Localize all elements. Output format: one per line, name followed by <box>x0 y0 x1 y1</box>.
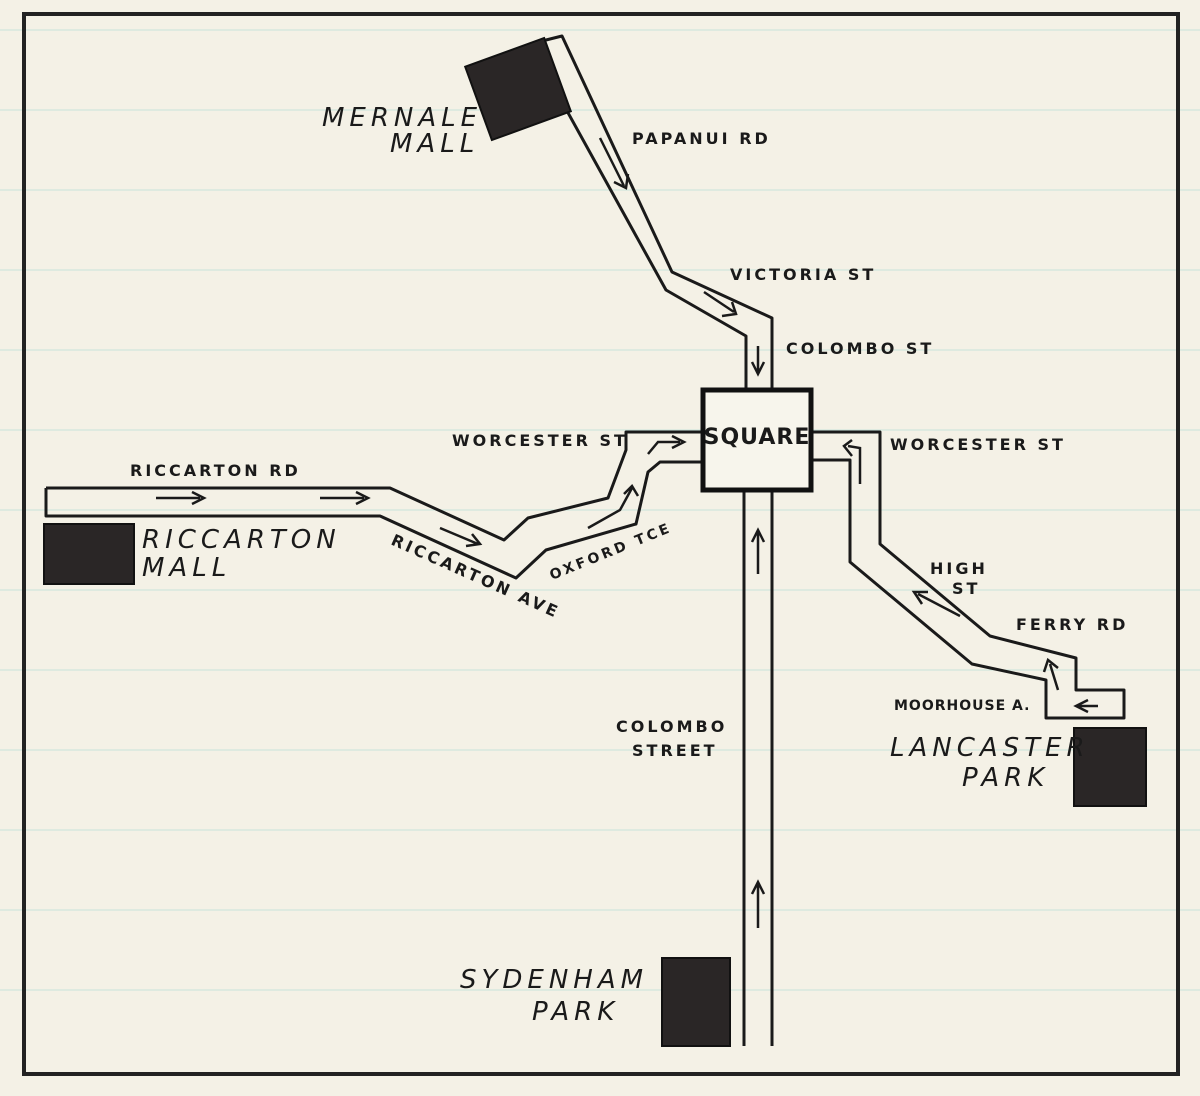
direction-arrows <box>156 137 1098 928</box>
square-block <box>700 387 814 493</box>
road-riccarton <box>46 430 703 542</box>
street-moorhouse: MOORHOUSE A. <box>894 698 1030 714</box>
street-oxford: OXFORD TCE <box>548 520 675 584</box>
street-worcester-east: WORCESTER ST <box>890 435 1066 454</box>
street-colombo-north: COLOMBO ST <box>786 339 934 358</box>
street-victoria: VICTORIA ST <box>730 265 876 284</box>
mernale-label-2: MALL <box>390 129 479 159</box>
street-papanui: PAPANUI RD <box>632 129 771 148</box>
road-high-st <box>812 430 1126 720</box>
road-colombo-south <box>742 490 774 1046</box>
street-ferry: FERRY RD <box>1016 615 1128 634</box>
street-worcester-west: WORCESTER ST <box>452 431 628 450</box>
mernale-mall-block <box>463 36 573 142</box>
lancaster-label-1: LANCASTER <box>890 733 1090 763</box>
street-high-2: ST <box>952 579 980 598</box>
road-riccarton-lower <box>44 460 703 580</box>
road-papanui <box>528 34 774 388</box>
street-colombo-south-2: STREET <box>632 741 718 760</box>
sydenham-park-block <box>661 957 731 1047</box>
square-label: SQUARE <box>704 425 811 450</box>
mernale-label-1: MERNALE <box>322 103 482 133</box>
street-high-1: HIGH <box>930 559 988 578</box>
riccarton-mall-block <box>43 523 135 585</box>
sydenham-label-1: SYDENHAM <box>460 965 648 995</box>
riccarton-mall-label-2: MALL <box>142 553 231 583</box>
sydenham-label-2: PARK <box>532 997 619 1027</box>
grid-paper <box>0 29 1200 991</box>
street-colombo-south-1: COLOMBO <box>616 717 727 736</box>
riccarton-mall-label-1: RICCARTON <box>142 525 341 555</box>
map-frame <box>22 12 1180 1076</box>
lancaster-park-block <box>1073 727 1147 807</box>
lancaster-label-2: PARK <box>962 763 1049 793</box>
street-riccarton-rd: RICCARTON RD <box>130 461 301 480</box>
